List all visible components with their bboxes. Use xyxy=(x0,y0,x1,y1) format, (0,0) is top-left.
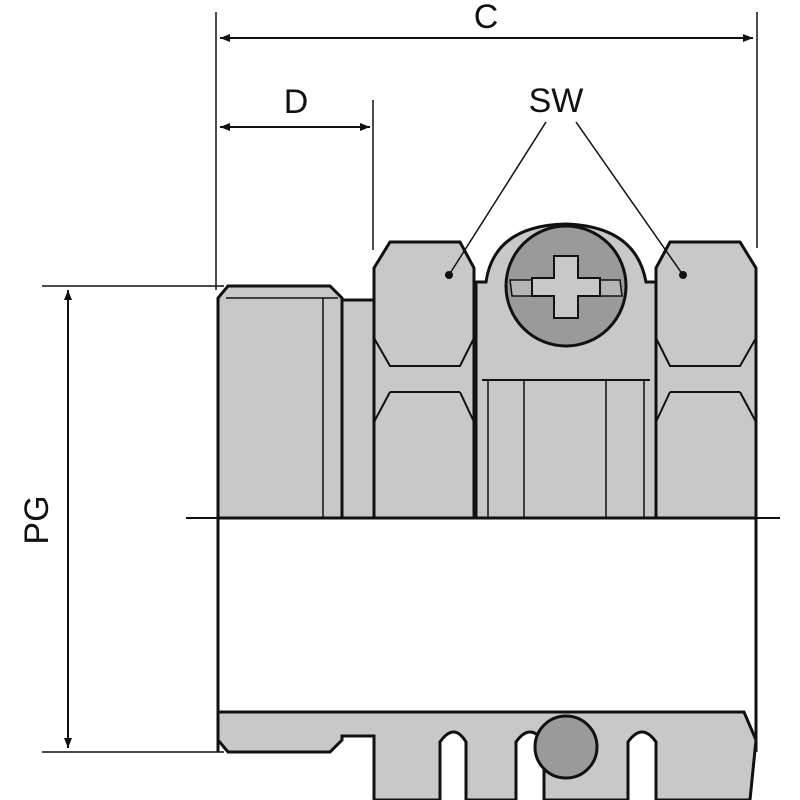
dimension-pg: PG xyxy=(18,290,72,748)
gland-upper-half xyxy=(216,222,758,520)
dimension-label-pg: PG xyxy=(18,495,56,544)
dimension-label-d: D xyxy=(284,83,309,121)
right-hex-nut xyxy=(654,240,758,520)
dimension-label-c: C xyxy=(474,0,499,36)
extension-lines xyxy=(42,12,758,753)
dimension-label-sw: SW xyxy=(529,82,584,120)
gland-lower-half xyxy=(216,518,758,800)
left-hex-nut xyxy=(372,240,476,520)
neck-section xyxy=(340,298,378,520)
phillips-screw-icon xyxy=(504,224,628,348)
dimension-c: C xyxy=(220,0,753,42)
lower-thread-and-body xyxy=(216,710,758,800)
dimension-sw: SW xyxy=(448,82,684,276)
lower-set-screw-icon xyxy=(533,714,599,780)
dimension-d: D xyxy=(220,83,370,131)
